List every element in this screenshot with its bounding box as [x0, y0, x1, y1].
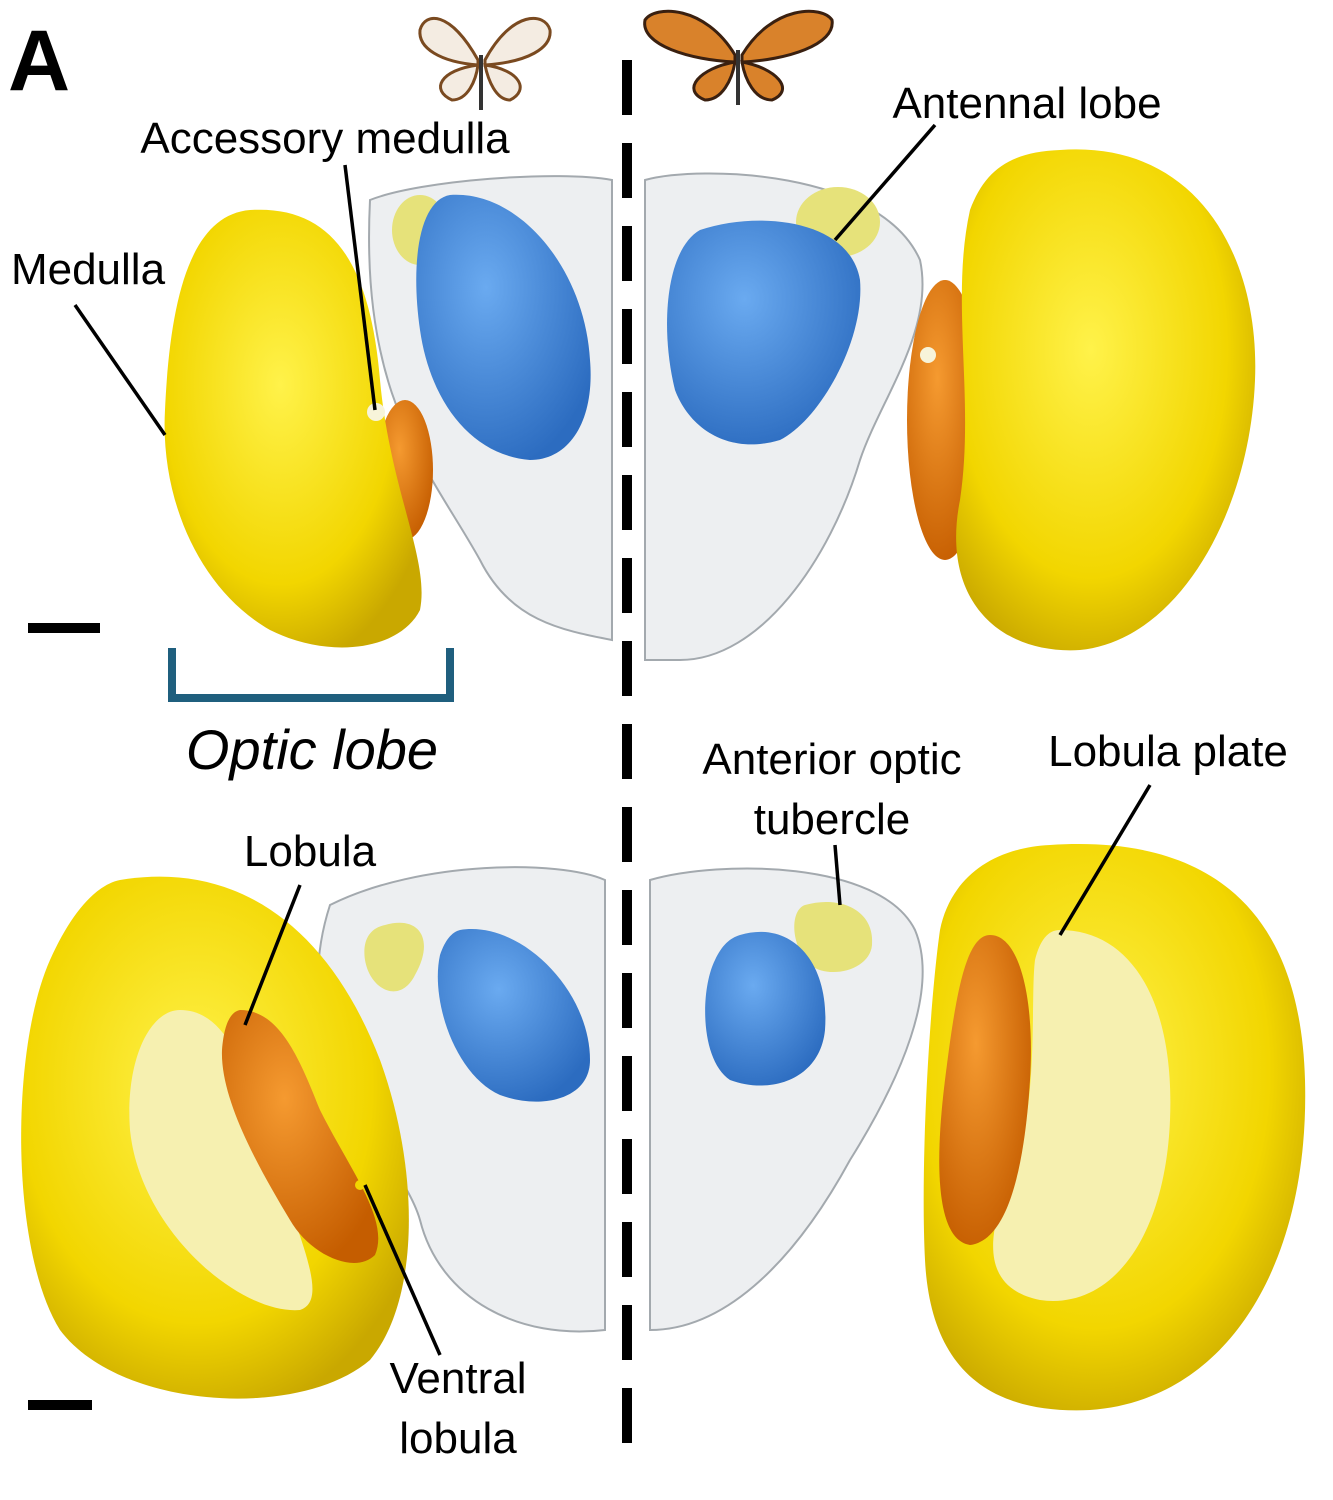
panel-label: A [8, 13, 71, 109]
label-medulla: Medulla [10, 245, 166, 294]
label-optic-lobe: Optic lobe [185, 718, 439, 781]
brain-dorsal-left [21, 866, 606, 1399]
label-ventral-lobula-line2: lobula [399, 1414, 517, 1463]
label-ventral-lobula-line1: Ventral [389, 1354, 527, 1403]
label-anterior-optic-tubercle-line1: Anterior optic [702, 735, 962, 784]
label-antennal-lobe: Antennal lobe [892, 79, 1162, 128]
orange-butterfly-icon [643, 9, 834, 105]
optic-lobe-bracket [168, 648, 454, 702]
label-accessory-medulla: Accessory medulla [140, 114, 510, 163]
label-lobula: Lobula [243, 827, 377, 876]
leader-lines [73, 123, 1152, 1356]
brain-dorsal-right [649, 844, 1306, 1411]
brain-frontal-left [164, 175, 613, 648]
label-lobula-plate: Lobula plate [1048, 727, 1288, 776]
brain-frontal-right [644, 149, 1256, 661]
label-anterior-optic-tubercle-line2: tubercle [753, 795, 911, 844]
glasswing-butterfly-icon [418, 16, 552, 110]
